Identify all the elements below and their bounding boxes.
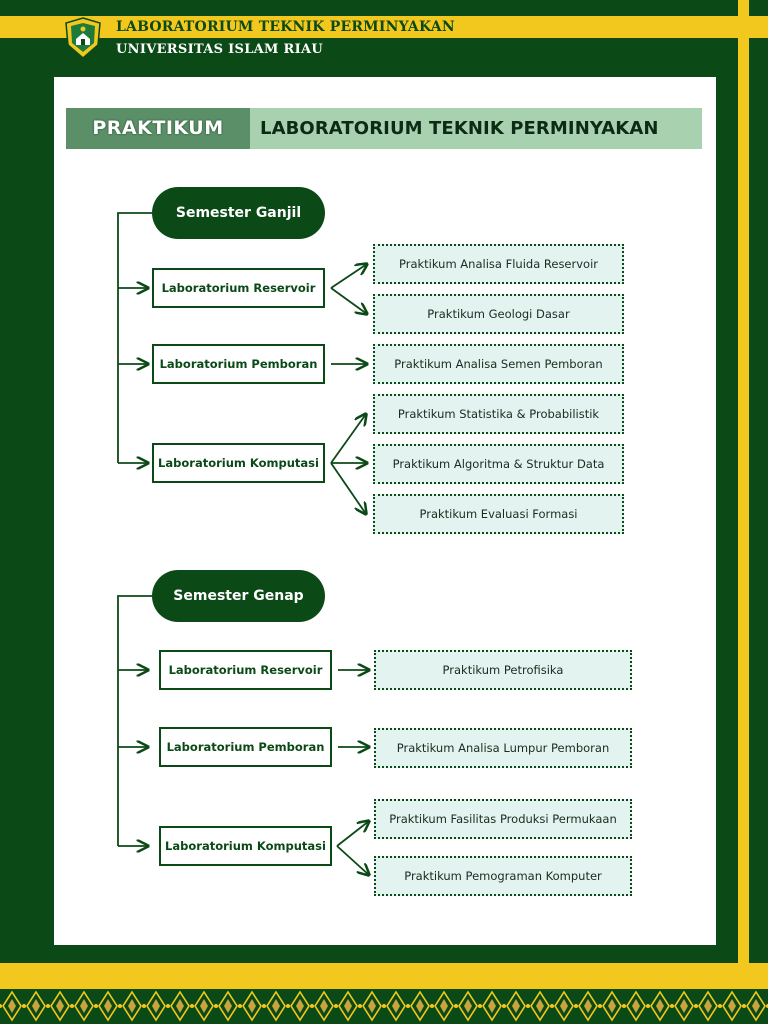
prk-analisa-fluida-reservoir: Praktikum Analisa Fluida Reservoir	[373, 244, 624, 284]
prk-evaluasi-formasi: Praktikum Evaluasi Formasi	[373, 494, 624, 534]
title-bar-left: PRAKTIKUM	[66, 108, 250, 149]
university-logo-icon	[64, 17, 102, 59]
prk-petrofisika: Praktikum Petrofisika	[374, 650, 632, 690]
title-bar-right-text: LABORATORIUM TEKNIK PERMINYAKAN	[260, 118, 659, 139]
prk-analisa-lumpur-pemboran: Praktikum Analisa Lumpur Pemboran	[374, 728, 632, 768]
prk-analisa-semen-pemboran: Praktikum Analisa Semen Pemboran	[373, 344, 624, 384]
prk-fasilitas-produksi-permukaan: Praktikum Fasilitas Produksi Permukaan	[374, 799, 632, 839]
semester-genap-pill: Semester Genap	[152, 570, 325, 622]
prk-geologi-dasar: Praktikum Geologi Dasar	[373, 294, 624, 334]
genap-lab-reservoir: Laboratorium Reservoir	[159, 650, 332, 690]
ganjil-lab-pemboran: Laboratorium Pemboran	[152, 344, 325, 384]
title-bar-right: LABORATORIUM TEKNIK PERMINYAKAN	[250, 108, 702, 149]
header-subtitle: UNIVERSITAS ISLAM RIAU	[116, 42, 324, 57]
title-bar-left-text: PRAKTIKUM	[92, 117, 224, 139]
prk-algoritma-struktur-data: Praktikum Algoritma & Struktur Data	[373, 444, 624, 484]
prk-pemograman-komputer: Praktikum Pemograman Komputer	[374, 856, 632, 896]
genap-lab-pemboran: Laboratorium Pemboran	[159, 727, 332, 767]
header-title: LABORATORIUM TEKNIK PERMINYAKAN	[116, 19, 455, 35]
right-gold-stripe	[738, 0, 749, 1024]
ganjil-lab-reservoir: Laboratorium Reservoir	[152, 268, 325, 308]
footer-songket-pattern	[0, 989, 768, 1024]
ganjil-lab-komputasi: Laboratorium Komputasi	[152, 443, 325, 483]
header-gold-band	[0, 16, 768, 38]
prk-statistika-probabilistik: Praktikum Statistika & Probabilistik	[373, 394, 624, 434]
footer-gold-band	[0, 963, 768, 989]
genap-lab-komputasi: Laboratorium Komputasi	[159, 826, 332, 866]
semester-ganjil-pill: Semester Ganjil	[152, 187, 325, 239]
